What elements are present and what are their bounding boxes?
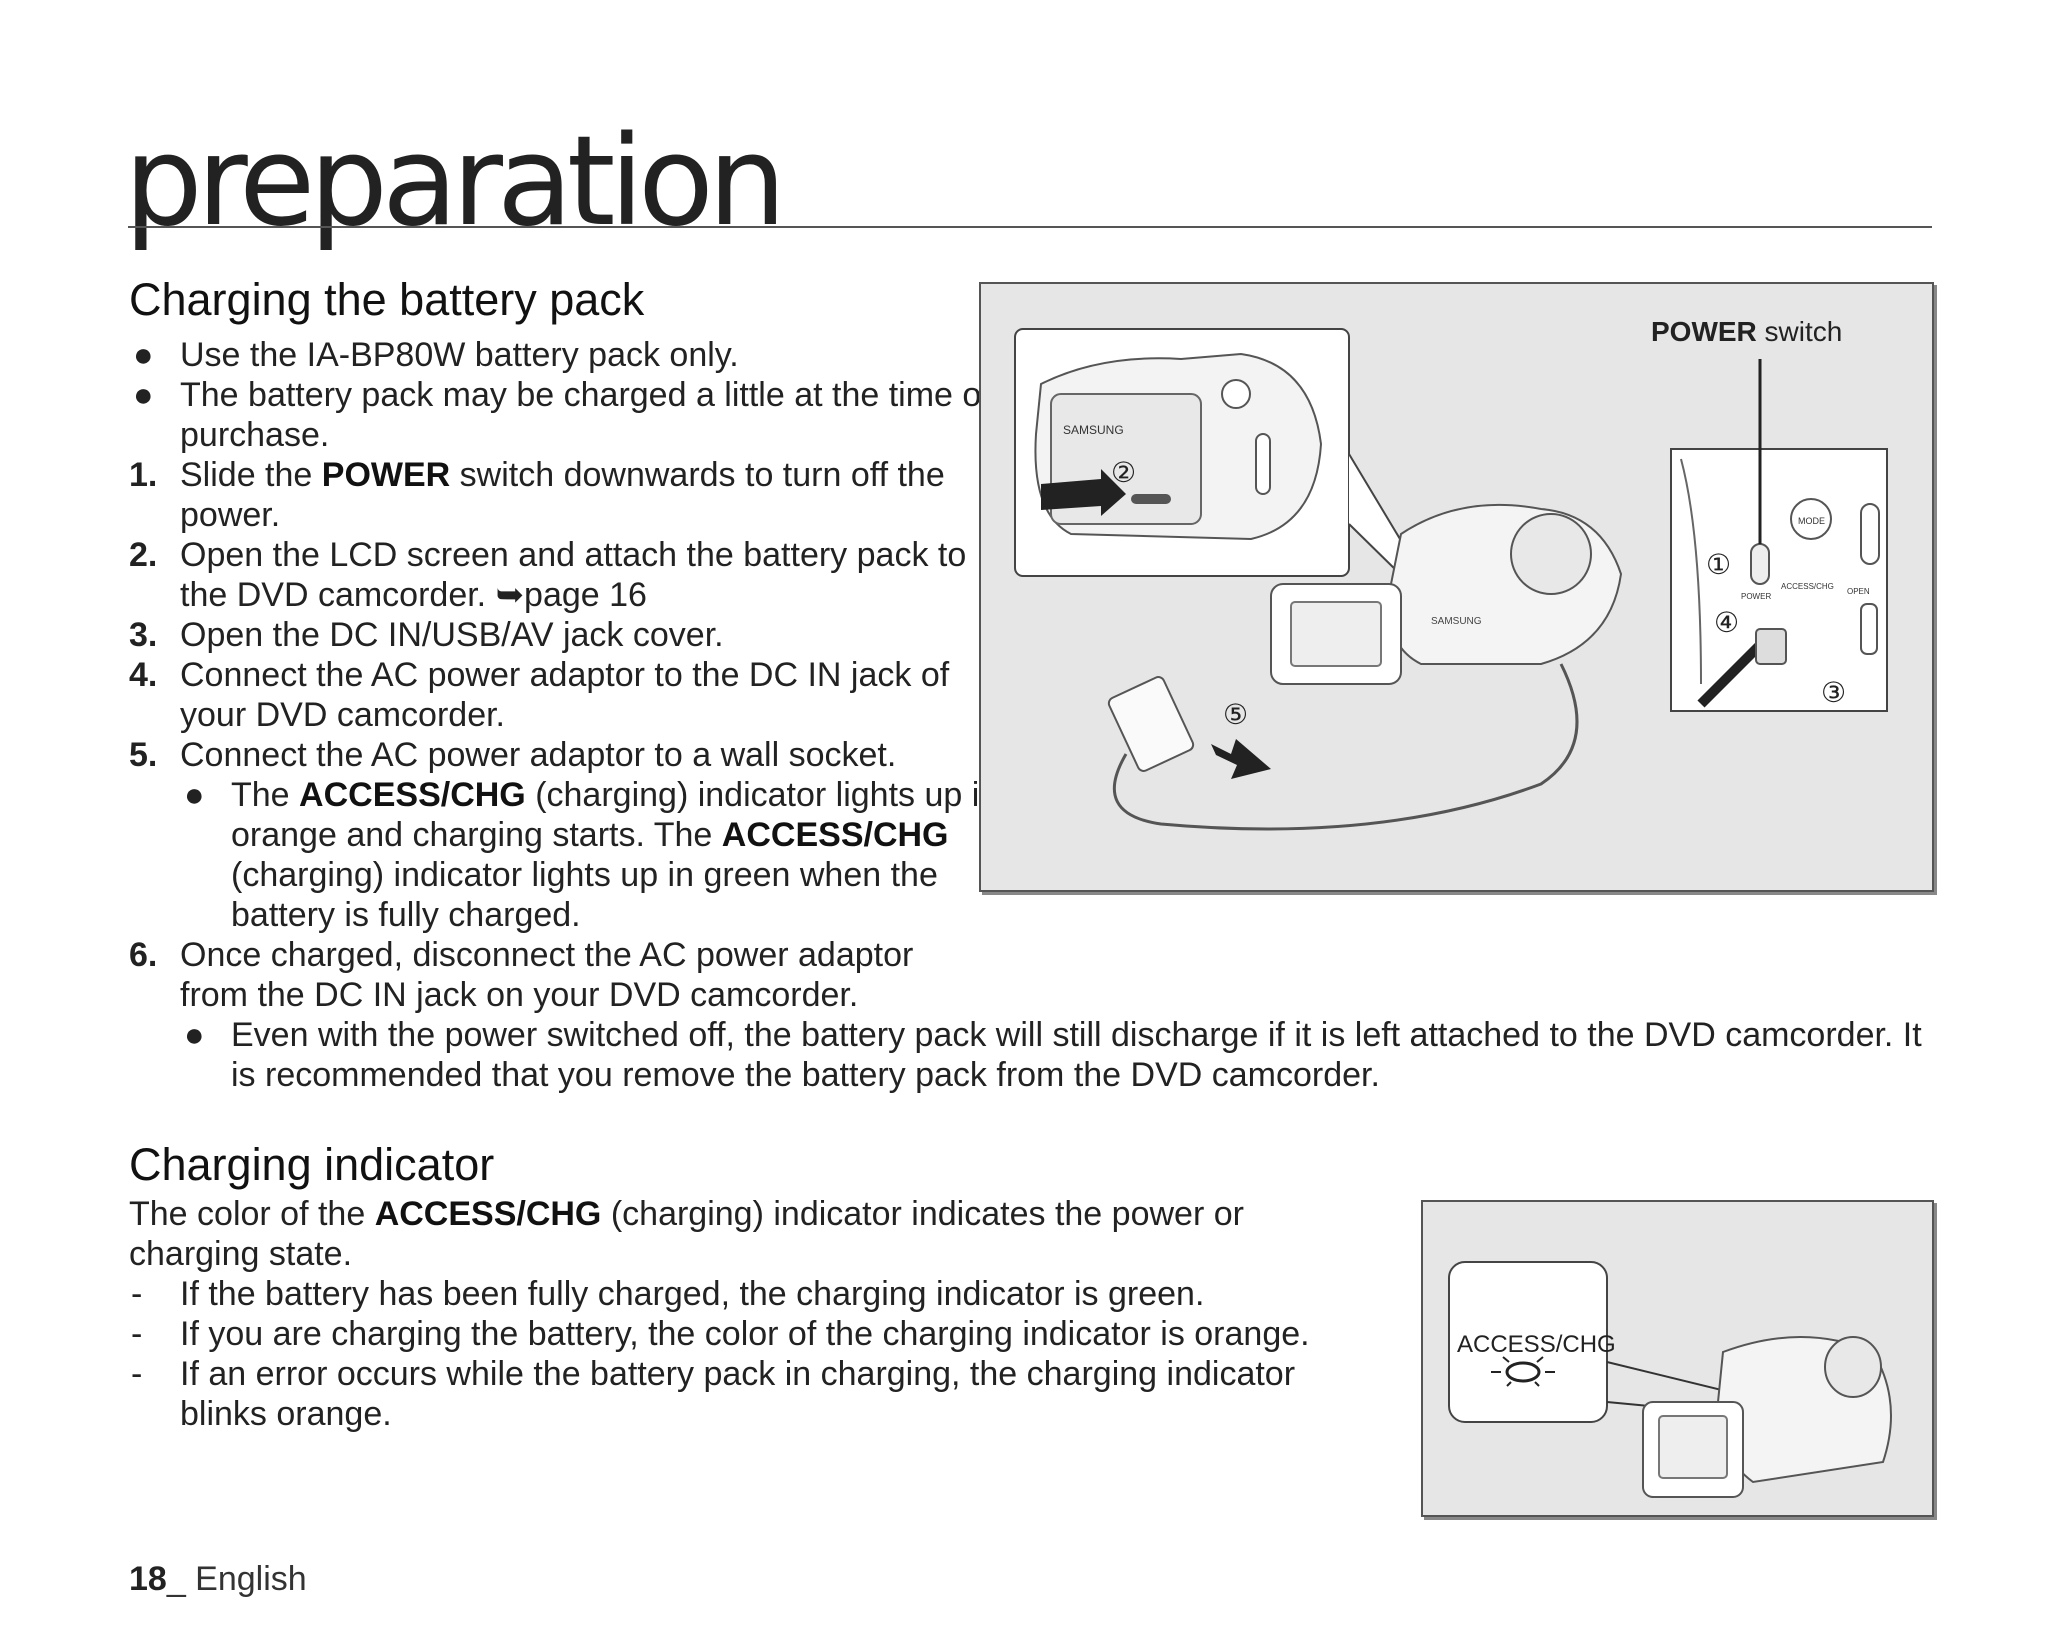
- bullet-icon: ●: [133, 376, 154, 414]
- intro-text: (charging) indicator indicates the power…: [129, 1195, 1244, 1273]
- section2-body: The color of the ACCESS/CHG (charging) i…: [129, 1194, 1389, 1434]
- intro-paragraph: The color of the ACCESS/CHG (charging) i…: [129, 1194, 1319, 1274]
- callout-4: ④: [1714, 606, 1739, 639]
- svg-text:OPEN: OPEN: [1847, 587, 1870, 596]
- brand-label-small: SAMSUNG: [1063, 423, 1124, 437]
- sub-bold: ACCESS/CHG: [299, 776, 526, 814]
- bullet-item: ● The battery pack may be charged a littl…: [129, 375, 1040, 455]
- camcorder-charging-drawing: SAMSUNG SAMSUNG MODE POWER ACCESS/CHG OP…: [1014, 316, 1888, 831]
- dash-icon: -: [131, 1355, 143, 1393]
- charging-illustration: SAMSUNG SAMSUNG MODE POWER ACCESS/CHG OP…: [979, 282, 1934, 892]
- intro-bold: ACCESS/CHG: [374, 1195, 602, 1233]
- step-item: 4. Connect the AC power adaptor to the DC…: [129, 655, 1000, 735]
- sub-bold: ACCESS/CHG: [721, 816, 949, 854]
- dash-text: If an error occurs while the battery pac…: [180, 1355, 1296, 1433]
- access-chg-label: ACCESS/CHG: [1457, 1331, 1616, 1358]
- intro-text: The color of the: [129, 1195, 375, 1233]
- sub-item: ● Even with the power switched off, the b…: [180, 1015, 1951, 1095]
- step-text: Open the LCD screen and attach the batte…: [180, 536, 967, 614]
- step-item: 5. Connect the AC power adaptor to a wall…: [129, 735, 1060, 935]
- footer-lang: _ English: [166, 1560, 307, 1598]
- ac-adaptor: [1107, 676, 1195, 772]
- step-number: 3.: [129, 616, 158, 654]
- dash-item: -If the battery has been fully charged, …: [129, 1274, 1389, 1314]
- callout-3: ③: [1821, 676, 1846, 709]
- page-title: preparation: [124, 110, 786, 254]
- step-number: 6.: [129, 936, 158, 974]
- bullet-item: ● Use the IA-BP80W battery pack only.: [129, 335, 1949, 375]
- step-list: 1. Slide the POWER switch downwards to tu…: [129, 455, 1949, 1095]
- callout-1: ①: [1706, 548, 1731, 581]
- sub-text: (charging) indicator lights up in green …: [231, 856, 938, 934]
- sub-item: ● The ACCESS/CHG (charging) indicator lig…: [180, 775, 1011, 935]
- dash-text: If you are charging the battery, the col…: [180, 1315, 1310, 1353]
- dash-item: -If you are charging the battery, the co…: [129, 1314, 1389, 1354]
- dash-item: -If an error occurs while the battery pa…: [129, 1354, 1360, 1434]
- svg-text:SAMSUNG: SAMSUNG: [1431, 616, 1482, 627]
- step-text: Slide the: [180, 456, 322, 494]
- svg-text:POWER: POWER: [1741, 592, 1771, 601]
- step-number: 1.: [129, 456, 158, 494]
- step-number: 5.: [129, 736, 158, 774]
- callout-2: ②: [1111, 456, 1136, 489]
- step-number: 2.: [129, 536, 158, 574]
- sub-text: The: [231, 776, 300, 814]
- svg-text:MODE: MODE: [1798, 516, 1825, 526]
- step-item: 2. Open the LCD screen and attach the bat…: [129, 535, 1010, 615]
- indicator-led-icon: [1505, 1361, 1541, 1383]
- step-text: Connect the AC power adaptor to the DC I…: [180, 656, 950, 734]
- step-item: 1. Slide the POWER switch downwards to tu…: [129, 455, 1050, 535]
- inset-power-box: [1670, 448, 1888, 712]
- section-heading-charging-indicator: Charging indicator: [129, 1139, 495, 1190]
- bullet-icon: ●: [133, 336, 154, 374]
- sub-text: Even with the power switched off, the ba…: [231, 1016, 1922, 1094]
- dash-list: -If the battery has been fully charged, …: [129, 1274, 1389, 1434]
- title-rule: [128, 226, 1932, 228]
- power-cable: [1112, 663, 1579, 831]
- bullet-text: The battery pack may be charged a little…: [180, 376, 991, 454]
- dash-icon: -: [131, 1275, 143, 1313]
- step-text: Once charged, disconnect the AC power ad…: [180, 936, 914, 1014]
- arrow-icon: [1211, 739, 1271, 779]
- step-number: 4.: [129, 656, 158, 694]
- step-text: Connect the AC power adaptor to a wall s…: [180, 736, 897, 774]
- step-item: 3. Open the DC IN/USB/AV jack cover.: [129, 615, 1050, 655]
- section-heading-charging-battery: Charging the battery pack: [129, 274, 645, 325]
- step-item: 6. Once charged, disconnect the AC power …: [129, 935, 1949, 1095]
- access-chg-drawing: ACCESS/CHG: [1448, 1261, 1892, 1498]
- sub-text: (charging) indicator lights up in orange…: [231, 776, 999, 854]
- svg-text:ACCESS/CHG: ACCESS/CHG: [1781, 582, 1834, 591]
- indicator-illustration: ACCESS/CHG: [1421, 1200, 1934, 1517]
- arrow-icon: [1041, 469, 1126, 516]
- dash-text: If the battery has been fully charged, t…: [180, 1275, 1205, 1313]
- inset-indicator-box: [1448, 1261, 1608, 1423]
- sub-list: ● The ACCESS/CHG (charging) indicator lig…: [180, 775, 1060, 935]
- step-text: Open the DC IN/USB/AV jack cover.: [180, 616, 724, 654]
- step-bold: POWER: [321, 456, 451, 494]
- callout-5: ⑤: [1223, 698, 1248, 731]
- step-text: switch downwards to turn off the power.: [180, 456, 945, 534]
- bullet-list: ● Use the IA-BP80W battery pack only. ● Th…: [129, 335, 1949, 455]
- power-switch-label: POWER switch: [1651, 316, 1842, 347]
- bullet-icon: ●: [184, 776, 205, 814]
- sub-list: ● Even with the power switched off, the b…: [180, 1015, 1949, 1095]
- page-number: 18: [129, 1560, 167, 1598]
- section1-body: ● Use the IA-BP80W battery pack only. ● Th…: [129, 335, 1949, 1095]
- bullet-text: Use the IA-BP80W battery pack only.: [180, 336, 739, 374]
- dash-icon: -: [131, 1315, 143, 1353]
- bullet-icon: ●: [184, 1016, 205, 1054]
- page-footer: 18_ English: [129, 1560, 307, 1599]
